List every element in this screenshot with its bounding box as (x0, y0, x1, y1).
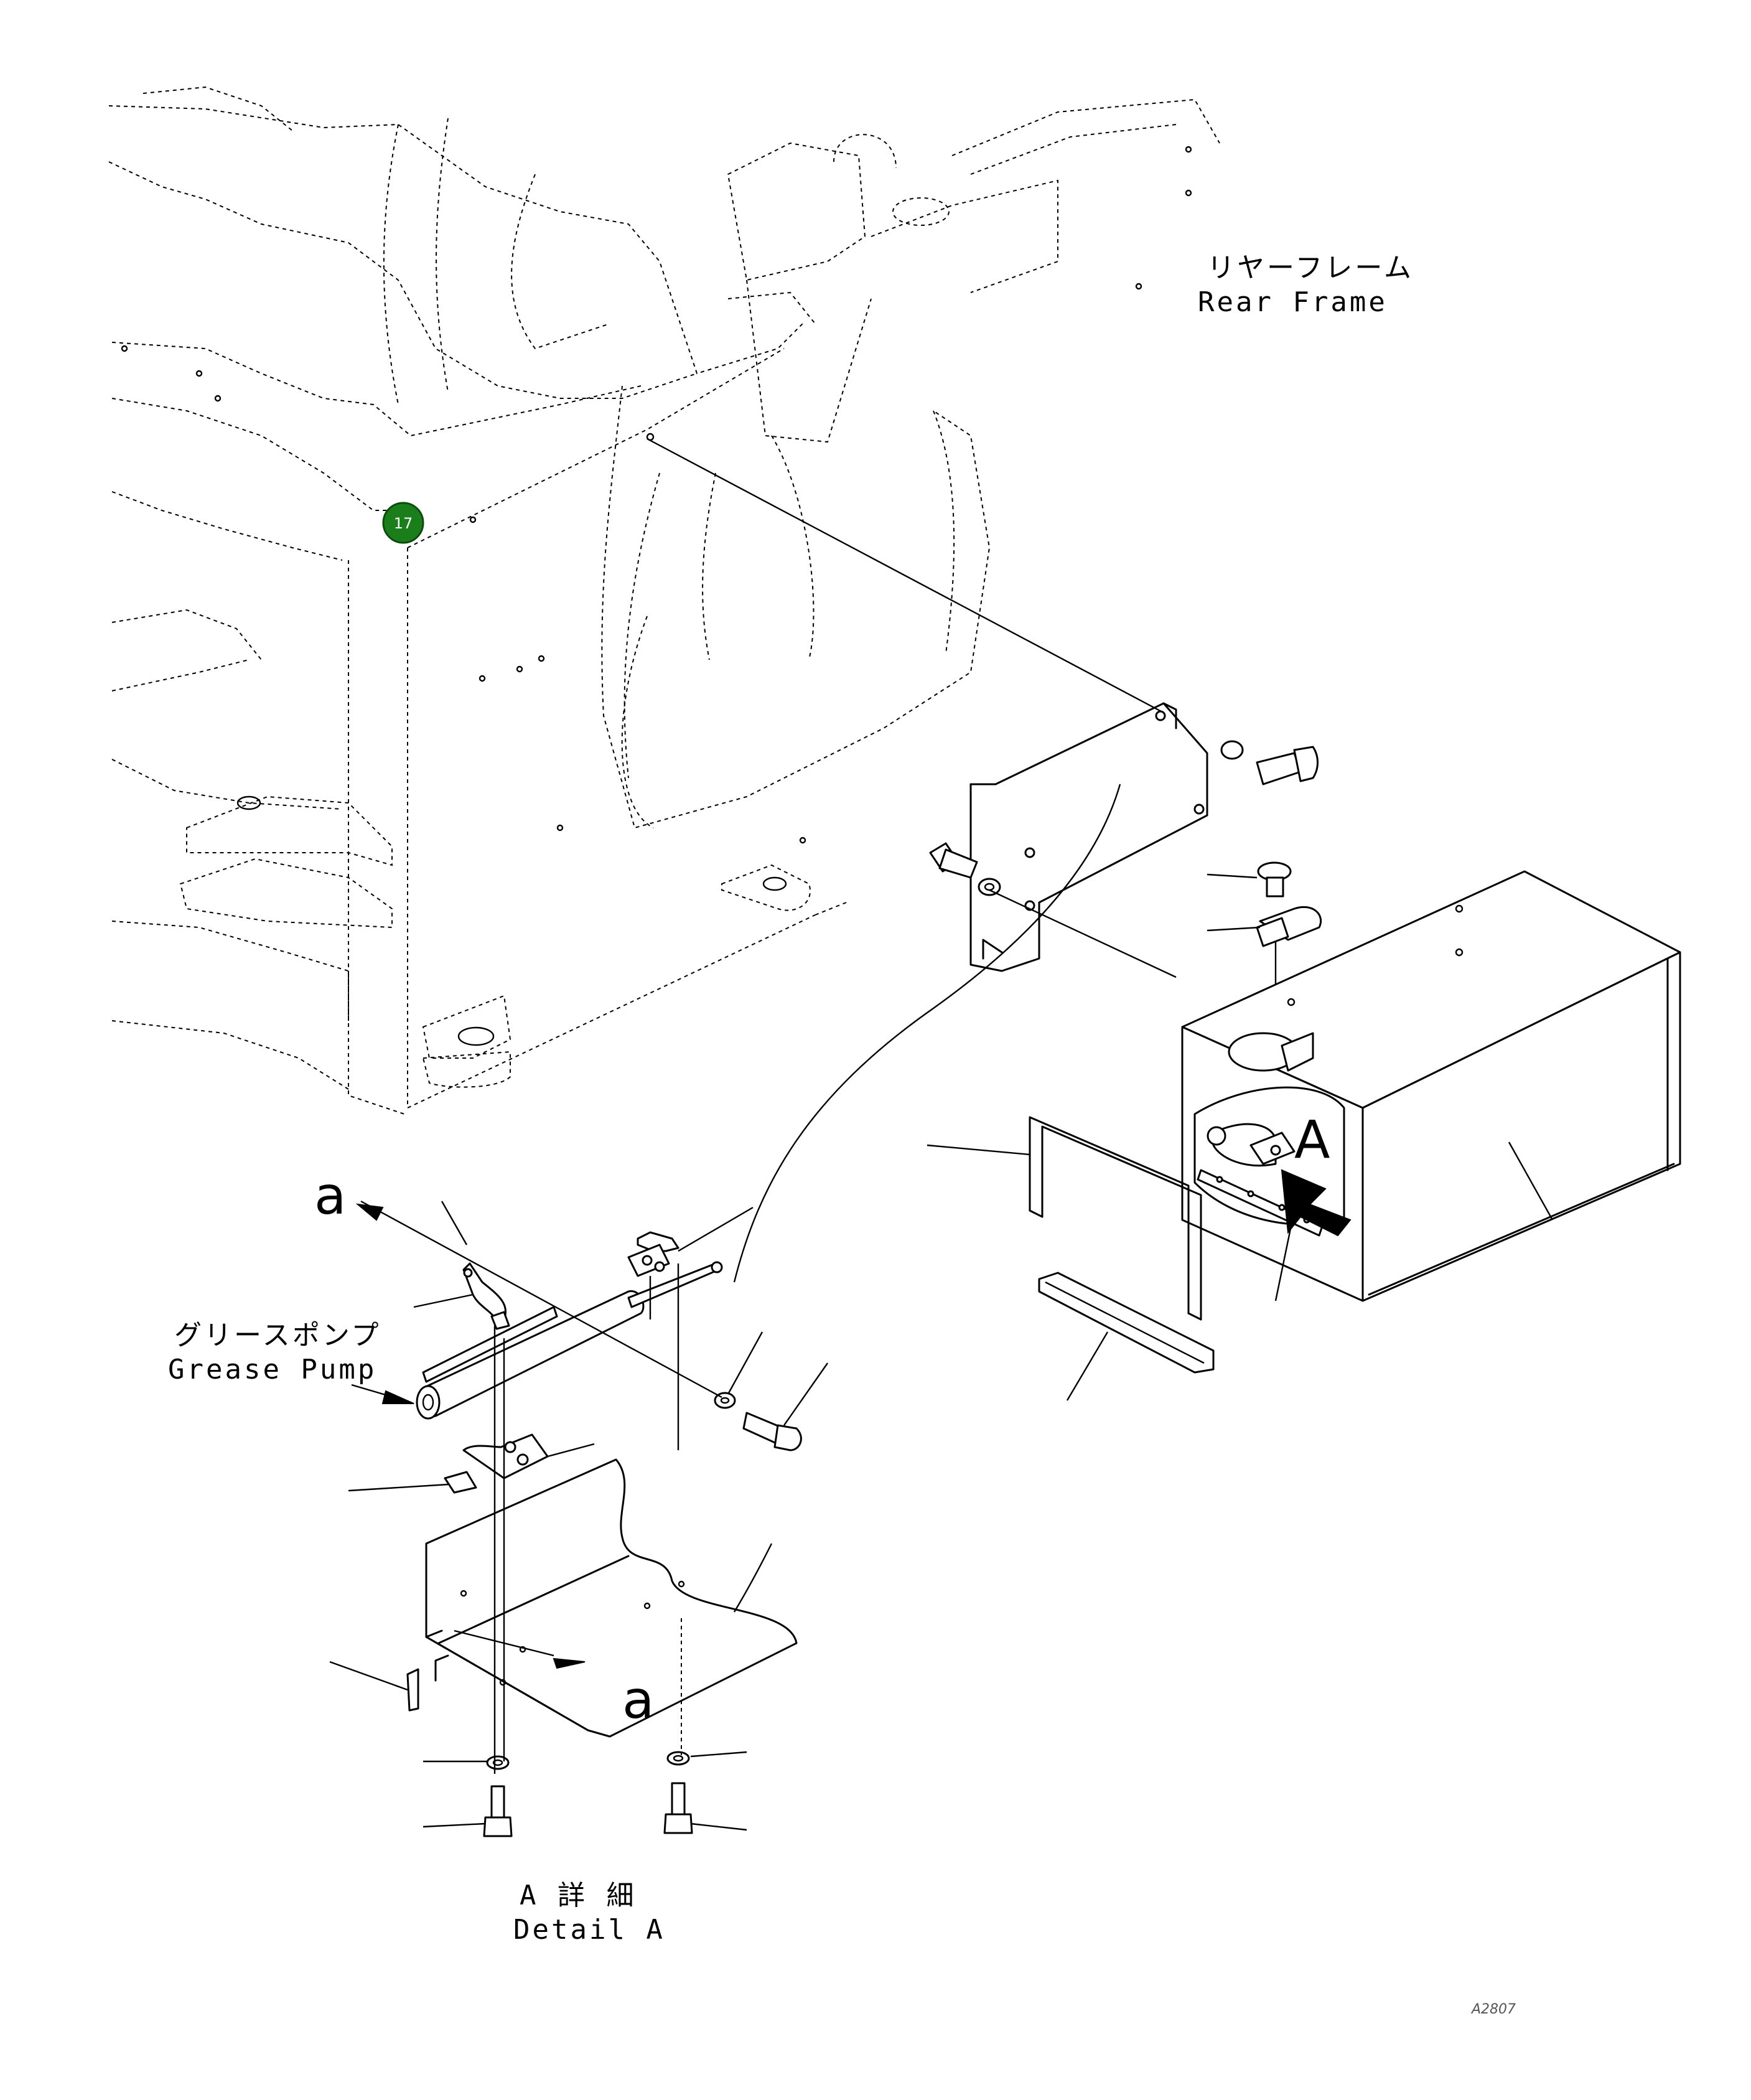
detail-a-label-jp: A 詳 細 (520, 1880, 636, 1911)
box-clamp (1256, 861, 1322, 947)
rear-frame-label-jp: リヤーフレーム (1207, 252, 1414, 284)
frame-pivot-brackets (179, 795, 511, 1088)
frame-holes (121, 146, 1192, 844)
callout-badge-circle (382, 502, 424, 544)
grease-pump-label-jp: グリースポンプ (174, 1320, 381, 1351)
section-mark-bottom: a (622, 1669, 654, 1730)
leader-lines-right (927, 873, 1554, 1401)
rear-frame-outline (108, 86, 1220, 1115)
view-a-arrow: A (1281, 1109, 1352, 1237)
rubber-seal-frame (1029, 1116, 1202, 1321)
drawing-code: A2807 (1470, 2002, 1516, 2017)
section-mark-top: a (314, 1165, 346, 1226)
grease-pump-label-en: Grease Pump (168, 1354, 376, 1385)
mounting-bracket (969, 702, 1208, 972)
labels: リヤーフレーム Rear Frame グリースポンプ Grease Pump A… (168, 252, 1516, 2017)
detail-a-label-en: Detail A (513, 1914, 665, 1946)
rear-frame-label-en: Rear Frame (1198, 286, 1388, 318)
detail-a-view: a a (314, 1165, 828, 1837)
view-letter-a: A (1294, 1109, 1330, 1170)
frame-mount-block (727, 134, 1058, 443)
frame-bottom-lug (721, 864, 811, 911)
rubber-strip (1038, 1272, 1215, 1374)
grease-pump-cover-box (1181, 870, 1681, 1302)
bracket-hardware (929, 740, 1319, 896)
assembly-guide-lines (647, 438, 1277, 1283)
callout-badge-17[interactable]: 17 (382, 502, 424, 544)
callout-number: 17 (394, 515, 413, 532)
